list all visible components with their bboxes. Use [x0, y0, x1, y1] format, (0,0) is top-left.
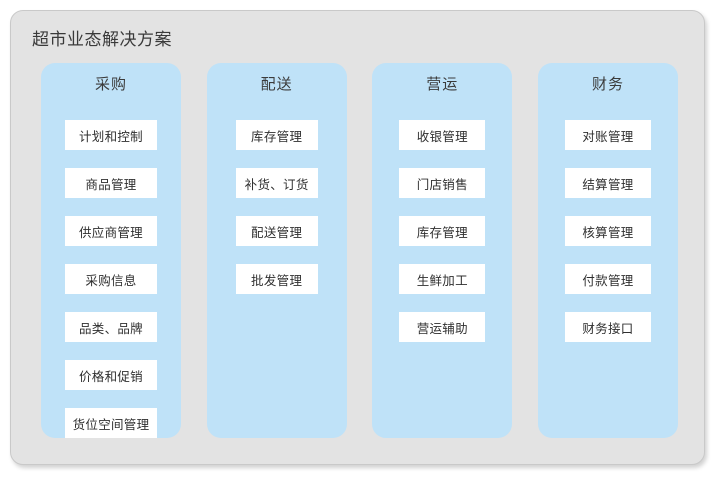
column-yingyun[interactable]: 营运 收银管理 门店销售 库存管理 生鲜加工 营运辅助	[372, 63, 513, 438]
column-items-yingyun: 收银管理 门店销售 库存管理 生鲜加工 营运辅助	[372, 102, 512, 342]
item-box[interactable]: 收银管理	[399, 120, 486, 150]
item-box[interactable]: 批发管理	[235, 264, 318, 294]
column-items-caiwu: 对账管理 结算管理 核算管理 付款管理 财务接口	[538, 102, 678, 342]
column-peisong[interactable]: 配送 库存管理 补货、订货 配送管理 批发管理	[206, 63, 347, 438]
column-header-peisong: 配送	[260, 76, 293, 93]
item-box[interactable]: 生鲜加工	[399, 264, 486, 294]
diagram-card: 超市业态解决方案 采购 计划和控制 商品管理 供应商管理 采购信息 品类、品牌 …	[10, 10, 705, 465]
item-box[interactable]: 结算管理	[564, 168, 651, 198]
item-box[interactable]: 采购信息	[65, 264, 157, 294]
item-box[interactable]: 营运辅助	[399, 312, 486, 342]
diagram-title: 超市业态解决方案	[32, 30, 172, 49]
item-box[interactable]: 价格和促销	[65, 360, 157, 390]
column-caiwu[interactable]: 财务 对账管理 结算管理 核算管理 付款管理 财务接口	[537, 63, 678, 438]
item-box[interactable]: 配送管理	[235, 216, 318, 246]
item-box[interactable]: 核算管理	[564, 216, 651, 246]
item-box[interactable]: 商品管理	[65, 168, 157, 198]
item-box[interactable]: 计划和控制	[65, 120, 157, 150]
column-header-caiwu: 财务	[591, 76, 624, 93]
item-box[interactable]: 对账管理	[564, 120, 651, 150]
item-box[interactable]: 库存管理	[399, 216, 486, 246]
column-items-peisong: 库存管理 补货、订货 配送管理 批发管理	[207, 102, 347, 294]
column-caigou[interactable]: 采购 计划和控制 商品管理 供应商管理 采购信息 品类、品牌 价格和促销 货位空…	[41, 63, 181, 438]
column-header-yingyun: 营运	[426, 76, 459, 93]
item-box[interactable]: 供应商管理	[65, 216, 157, 246]
item-box[interactable]: 库存管理	[235, 120, 318, 150]
diagram-columns: 采购 计划和控制 商品管理 供应商管理 采购信息 品类、品牌 价格和促销 货位空…	[41, 63, 678, 438]
item-box[interactable]: 货位空间管理	[65, 408, 157, 438]
item-box[interactable]: 门店销售	[399, 168, 486, 198]
column-header-caigou: 采购	[94, 76, 127, 93]
column-items-caigou: 计划和控制 商品管理 供应商管理 采购信息 品类、品牌 价格和促销 货位空间管理	[41, 102, 181, 438]
item-box[interactable]: 补货、订货	[235, 168, 318, 198]
item-box[interactable]: 付款管理	[564, 264, 651, 294]
item-box[interactable]: 品类、品牌	[65, 312, 157, 342]
item-box[interactable]: 财务接口	[564, 312, 651, 342]
